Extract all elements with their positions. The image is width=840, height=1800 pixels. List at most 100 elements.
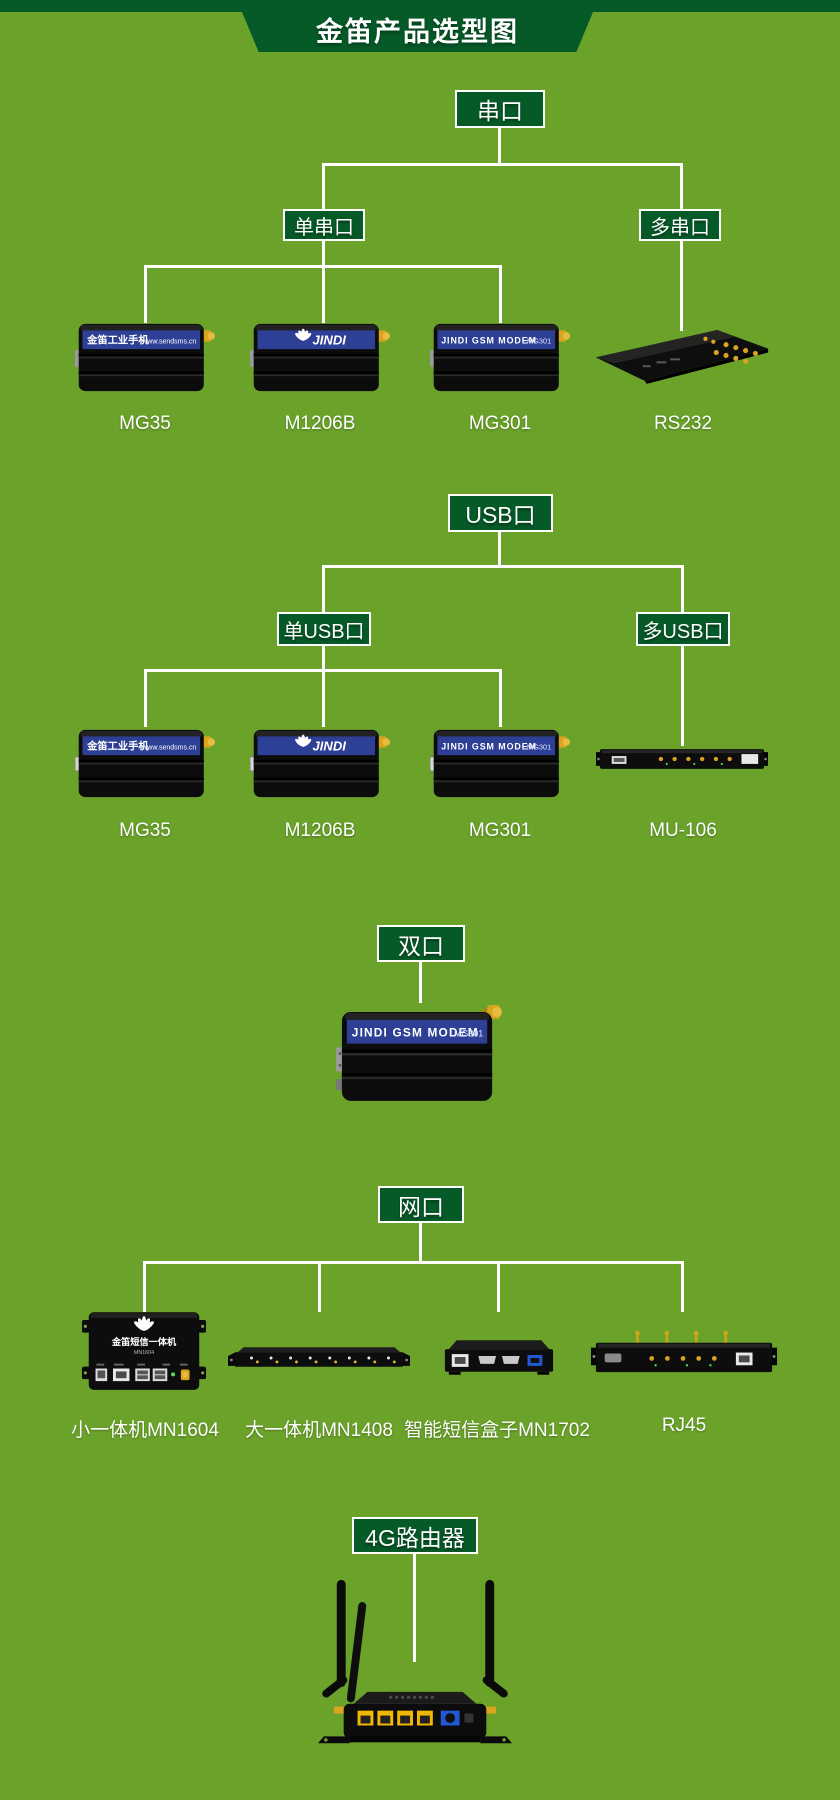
connector-line bbox=[143, 1261, 684, 1264]
connector-line bbox=[419, 1223, 422, 1263]
mg35-usb-device-image: 金笛工业手机 www.sendsms.cn bbox=[74, 726, 215, 806]
connector-line bbox=[143, 1261, 146, 1312]
connector-line bbox=[322, 669, 325, 727]
connector-line bbox=[680, 163, 683, 209]
product-caption: MG301 bbox=[468, 820, 532, 841]
node-dual-root-label: 双口 bbox=[398, 932, 444, 959]
product-caption: M1206B bbox=[284, 413, 356, 434]
antenna-sockets-icon bbox=[649, 1356, 717, 1361]
mg301-usb-device-image: JINDI GSM MODEM MG301 bbox=[429, 726, 570, 806]
connector-line bbox=[498, 532, 501, 567]
antenna-sockets-icon bbox=[703, 336, 758, 364]
node-usb-single-label: 单USB口 bbox=[283, 620, 365, 643]
led-row-icon bbox=[250, 1356, 396, 1364]
node-usb-multi: 多USB口 bbox=[636, 612, 730, 646]
connector-line bbox=[681, 1261, 684, 1312]
antenna-icon bbox=[322, 1579, 508, 1703]
jindi-brand-text: JINDI bbox=[313, 738, 347, 753]
mg301-dual-device-image: JINDI GSM MODEM MG301 bbox=[336, 1000, 504, 1108]
rs232-rack-device-image bbox=[588, 322, 774, 390]
mg301-strip-text: JINDI GSM MODEM bbox=[352, 1026, 479, 1040]
mg301-strip-text: JINDI GSM MODEM bbox=[441, 336, 537, 346]
node-lan-root-label: 网口 bbox=[398, 1193, 444, 1220]
hdmi-port-icon bbox=[478, 1356, 497, 1364]
router-device-image bbox=[305, 1572, 525, 1780]
m1206b-serial-device-image: JINDI bbox=[250, 320, 390, 400]
product-caption: MG301 bbox=[468, 413, 532, 434]
product-caption: 智能短信盒子MN1702 bbox=[404, 1420, 590, 1441]
node-lan-root: 网口 bbox=[378, 1186, 464, 1223]
connector-line bbox=[322, 646, 325, 671]
mg35-strip-text: 金笛工业手机 bbox=[86, 334, 149, 347]
node-serial-multi-label: 多串口 bbox=[650, 216, 710, 239]
connector-line bbox=[144, 265, 147, 323]
product-caption: RS232 bbox=[653, 413, 713, 434]
mn1702-device-image bbox=[439, 1336, 559, 1387]
connector-line bbox=[322, 565, 683, 568]
m1206b-usb-device-image: JINDI bbox=[249, 726, 390, 806]
connector-line bbox=[499, 669, 502, 727]
node-serial-root: 串口 bbox=[455, 90, 545, 128]
ethernet-ports-icon bbox=[357, 1710, 433, 1726]
connector-line bbox=[413, 1554, 416, 1662]
device-label-sticker bbox=[741, 754, 759, 764]
node-usb-root-label: USB口 bbox=[465, 502, 536, 528]
mg301-strip-text: JINDI GSM MODEM bbox=[441, 742, 537, 752]
usb-port-icon bbox=[152, 1368, 168, 1382]
product-caption: 小一体机MN1604 bbox=[71, 1420, 219, 1441]
antenna-connector-icon bbox=[333, 1706, 497, 1714]
connector-line bbox=[497, 1261, 500, 1312]
connector-line bbox=[322, 265, 325, 323]
mg35-url-text: www.sendsms.cn bbox=[141, 339, 196, 346]
node-serial-single-label: 单串口 bbox=[294, 216, 354, 239]
mg35-url-text: www.sendsms.cn bbox=[141, 745, 196, 752]
rj45-rack-device-image bbox=[591, 1326, 777, 1388]
antenna-sockets-icon bbox=[658, 756, 732, 762]
product-caption: 大一体机MN1408 bbox=[245, 1420, 393, 1441]
connector-line bbox=[681, 565, 684, 612]
connector-line bbox=[419, 962, 422, 1003]
page-title: 金笛产品选型图 bbox=[316, 16, 519, 47]
product-caption: M1206B bbox=[284, 820, 356, 841]
connector-line bbox=[322, 163, 325, 209]
mu106-rack-device-image bbox=[596, 744, 768, 779]
node-router-root: 4G路由器 bbox=[352, 1517, 478, 1554]
mn1604-device-image: 金笛短信一体机 MN1604 bbox=[81, 1310, 207, 1401]
mg35-strip-text: 金笛工业手机 bbox=[86, 740, 149, 753]
usb-port-icon bbox=[135, 1368, 150, 1382]
lotus-logo-icon bbox=[295, 328, 312, 341]
mn1408-rack-device-image bbox=[228, 1342, 410, 1379]
status-led bbox=[171, 1372, 176, 1377]
product-caption: RJ45 bbox=[661, 1415, 707, 1436]
antenna-connector-icon bbox=[554, 330, 570, 342]
node-serial-multi: 多串口 bbox=[639, 209, 721, 241]
header-banner: 金笛产品选型图 bbox=[237, 0, 598, 52]
connector-line bbox=[322, 163, 683, 166]
mounting-ears-icon bbox=[81, 1320, 207, 1380]
node-usb-multi-label: 多USB口 bbox=[642, 620, 724, 643]
connector-line bbox=[322, 565, 325, 612]
product-caption: MU-106 bbox=[649, 820, 717, 841]
connector-line bbox=[498, 128, 501, 164]
node-router-root-label: 4G路由器 bbox=[365, 1524, 465, 1551]
product-caption: MG35 bbox=[119, 820, 171, 841]
mn1604-title-text: 金笛短信一体机 bbox=[111, 1336, 177, 1347]
jindi-brand-text: JINDI bbox=[313, 332, 347, 347]
connector-line bbox=[681, 646, 684, 746]
node-dual-root: 双口 bbox=[377, 925, 465, 962]
connector-line bbox=[144, 669, 147, 727]
antenna-connector-icon bbox=[180, 1369, 190, 1381]
node-serial-root-label: 串口 bbox=[477, 98, 523, 124]
mg301-badge-text: MG301 bbox=[527, 337, 551, 346]
connector-line bbox=[680, 241, 683, 331]
mg301-serial-device-image: JINDI GSM MODEM MG301 bbox=[430, 320, 570, 400]
mg35-serial-device-image: 金笛工业手机 www.sendsms.cn bbox=[75, 320, 215, 400]
product-caption: MG35 bbox=[119, 413, 171, 434]
mn1604-model-text: MN1604 bbox=[134, 1350, 154, 1356]
connector-line bbox=[499, 265, 502, 323]
db9-port-icon bbox=[604, 1353, 622, 1363]
node-usb-root: USB口 bbox=[448, 494, 553, 532]
lotus-logo-icon bbox=[295, 734, 312, 747]
connector-line bbox=[318, 1261, 321, 1312]
